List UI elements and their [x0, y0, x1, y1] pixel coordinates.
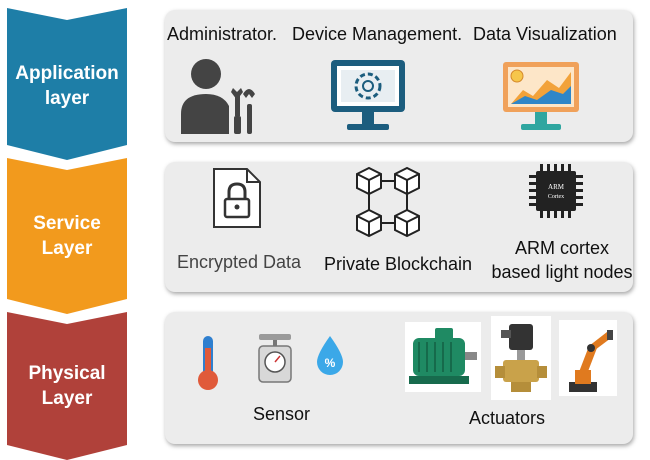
sensor-label: Sensor — [253, 404, 311, 424]
administrator-icon — [181, 59, 255, 134]
service-layer-label: Service Layer — [7, 158, 127, 314]
administrator-label: Administrator. — [167, 24, 278, 44]
weighing-scale-icon — [258, 334, 292, 383]
arm-cortex-label-line2: based light nodes — [491, 262, 633, 282]
application-layer-label-line1: Application — [15, 63, 119, 84]
electric-motor-icon — [405, 322, 481, 392]
robotic-arm-icon — [559, 320, 617, 396]
application-layer-label: Application layer — [7, 8, 127, 160]
arm-cortex-label: ARM cortex based light nodes — [491, 236, 633, 284]
physical-layer-label-line1: Physical — [28, 363, 106, 384]
arm-chip-text-line2: Cortex — [548, 194, 564, 200]
arm-chip-icon: ARM Cortex — [529, 164, 583, 218]
physical-layer-label-line2: Layer — [41, 388, 93, 409]
encrypted-data-label: Encrypted Data — [177, 252, 302, 272]
service-layer-label-line1: Service — [33, 213, 101, 234]
encrypted-file-icon — [213, 168, 261, 228]
data-visualization-label: Data Visualization — [473, 24, 617, 44]
thermometer-icon — [198, 336, 218, 390]
private-blockchain-label: Private Blockchain — [324, 254, 473, 274]
device-management-monitor-icon — [331, 60, 405, 130]
data-visualization-monitor-icon — [503, 62, 579, 130]
arm-chip-text-line1: ARM — [548, 183, 565, 191]
service-layer-label-line2: Layer — [41, 238, 93, 259]
device-management-label: Device Management. — [292, 24, 463, 44]
physical-layer-label: Physical Layer — [7, 312, 127, 460]
application-layer-label-line2: layer — [44, 88, 90, 109]
blockchain-icon — [356, 166, 420, 238]
arm-cortex-label-line1: ARM cortex — [514, 238, 610, 258]
service-layer-panel: Encrypted Data Private Blockchain — [165, 162, 633, 292]
humidity-drop-icon: % — [317, 336, 343, 375]
humidity-symbol: % — [325, 356, 336, 370]
actuators-label: Actuators — [469, 408, 546, 428]
physical-layer-panel: % Sensor Actuators — [165, 312, 633, 444]
application-layer-panel: Administrator. Device Management. Data V… — [165, 10, 633, 142]
solenoid-valve-icon — [491, 316, 551, 400]
